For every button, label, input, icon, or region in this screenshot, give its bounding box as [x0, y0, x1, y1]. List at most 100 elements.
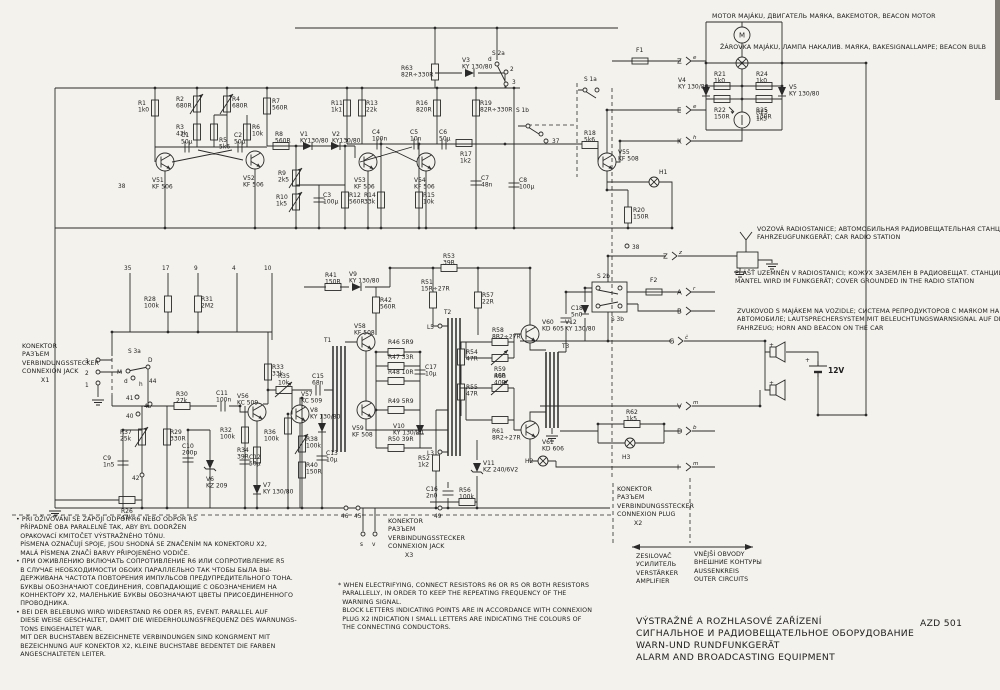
component-value: 68n [312, 380, 324, 387]
component-R58 [491, 338, 509, 346]
component-C9 [117, 460, 129, 466]
component-label: R28 [144, 296, 156, 303]
component-label: R9 [278, 170, 286, 177]
component-label: R16 [416, 100, 428, 107]
component-R17 [455, 139, 473, 147]
annotation-text: + [769, 381, 774, 387]
component-R34 [253, 446, 261, 464]
component-value: 100n [216, 397, 231, 404]
component-label: R54 [466, 349, 478, 356]
component-R32 [241, 426, 249, 444]
component-R29 [163, 428, 171, 446]
component-value: KF 506 [414, 184, 435, 191]
component-V60 [520, 324, 540, 344]
component-label: R1 [138, 100, 146, 107]
annotation-text: 12V [828, 366, 844, 375]
terminal-point [437, 323, 443, 329]
component-R31 [194, 295, 202, 313]
component-value: KD 605 [542, 326, 564, 333]
annotation-text: S 1b [516, 108, 529, 114]
component-R28 [164, 295, 172, 313]
component-value: 100k [306, 443, 321, 450]
component-value: 5k6 [584, 137, 595, 144]
component-label: H2 [525, 458, 534, 465]
component-label: R25 [756, 107, 768, 114]
junction-dot [434, 506, 438, 510]
component-label: R36 [264, 429, 276, 436]
component-V6 [203, 460, 217, 472]
component-F1 [631, 57, 649, 65]
ground-symbol [49, 510, 61, 517]
component-label: R2 [176, 96, 184, 103]
junction-dot [286, 506, 290, 510]
component-R35 [274, 381, 293, 398]
component-label: R49 5R9 [388, 398, 414, 405]
svg-text:D: D [677, 428, 682, 436]
terminal-point [525, 123, 531, 129]
junction-dot [294, 144, 298, 148]
component-label: C8 [519, 177, 527, 184]
terminal-point [624, 243, 630, 249]
annotation-text: s [360, 542, 363, 548]
component-value: 15R÷27R [421, 286, 450, 293]
annotation-text: 37 [552, 139, 560, 145]
component-value: 820R [416, 107, 432, 114]
component-C12 [239, 459, 251, 465]
junction-dot [446, 506, 450, 510]
transformer-t3 [545, 352, 559, 428]
component-label: R34 [237, 447, 249, 454]
component-C3 [313, 197, 325, 203]
component-V61 [520, 420, 540, 440]
component-R63 [431, 63, 439, 81]
horn-beacon-label: ZVUKOVOD S MAJÁKEM NA VOZIDLE; СИСТЕМА Р… [737, 308, 1000, 332]
component-value: 1k2 [418, 462, 429, 469]
generated-symbols: R11k0R2680RR343kR4680RR55k6R610kR7560RC1… [49, 26, 868, 548]
component-value: 330R [170, 436, 186, 443]
component-R18 [581, 141, 599, 149]
component-value: 50µ [439, 136, 451, 143]
svg-text:K: K [677, 138, 682, 146]
component-V11 [470, 463, 484, 475]
component-label: R14 [364, 192, 376, 199]
component-C10 [182, 457, 194, 463]
terminal-point [145, 364, 151, 370]
terminal-point [617, 303, 623, 309]
component-label: C2 [234, 132, 242, 139]
junction-dot [255, 506, 259, 510]
component-label: R62 [626, 409, 638, 416]
component-R25 [755, 95, 773, 103]
annotation-text: 46 [341, 514, 349, 520]
junction-dot [474, 86, 478, 90]
annotation-text: + [769, 343, 774, 349]
terminal-point [95, 380, 101, 386]
component-label: R38 [306, 436, 318, 443]
component-value: 150R [325, 279, 341, 286]
annotation-text: d [124, 379, 128, 385]
component-V3 [465, 69, 475, 77]
junction-dot [864, 413, 868, 417]
component-value: KF 506 [152, 184, 173, 191]
annotation-text: M [117, 370, 122, 376]
component-R33 [264, 363, 272, 381]
component-antenna [739, 231, 753, 252]
component-value: 1k5 [626, 416, 637, 423]
junction-dot [606, 339, 610, 343]
component-value: 8R2÷27R [492, 334, 521, 341]
component-label: R63 [401, 65, 413, 72]
component-value: 47k [121, 515, 133, 522]
component-value: 200p [182, 450, 197, 457]
junction-dot [379, 142, 383, 146]
component-value: 50µ [234, 139, 246, 146]
terminal-point [135, 411, 141, 417]
junction-dot [343, 226, 347, 230]
component-H2 [537, 455, 549, 467]
junction-dot [121, 428, 125, 432]
component-label: V10 [393, 423, 405, 430]
junction-dot [618, 139, 622, 143]
component-value: 100k [144, 303, 159, 310]
component-R5 [210, 123, 218, 141]
component-label: V8 [310, 407, 318, 414]
junction-dot [345, 86, 349, 90]
component-value: 150R [714, 114, 730, 121]
